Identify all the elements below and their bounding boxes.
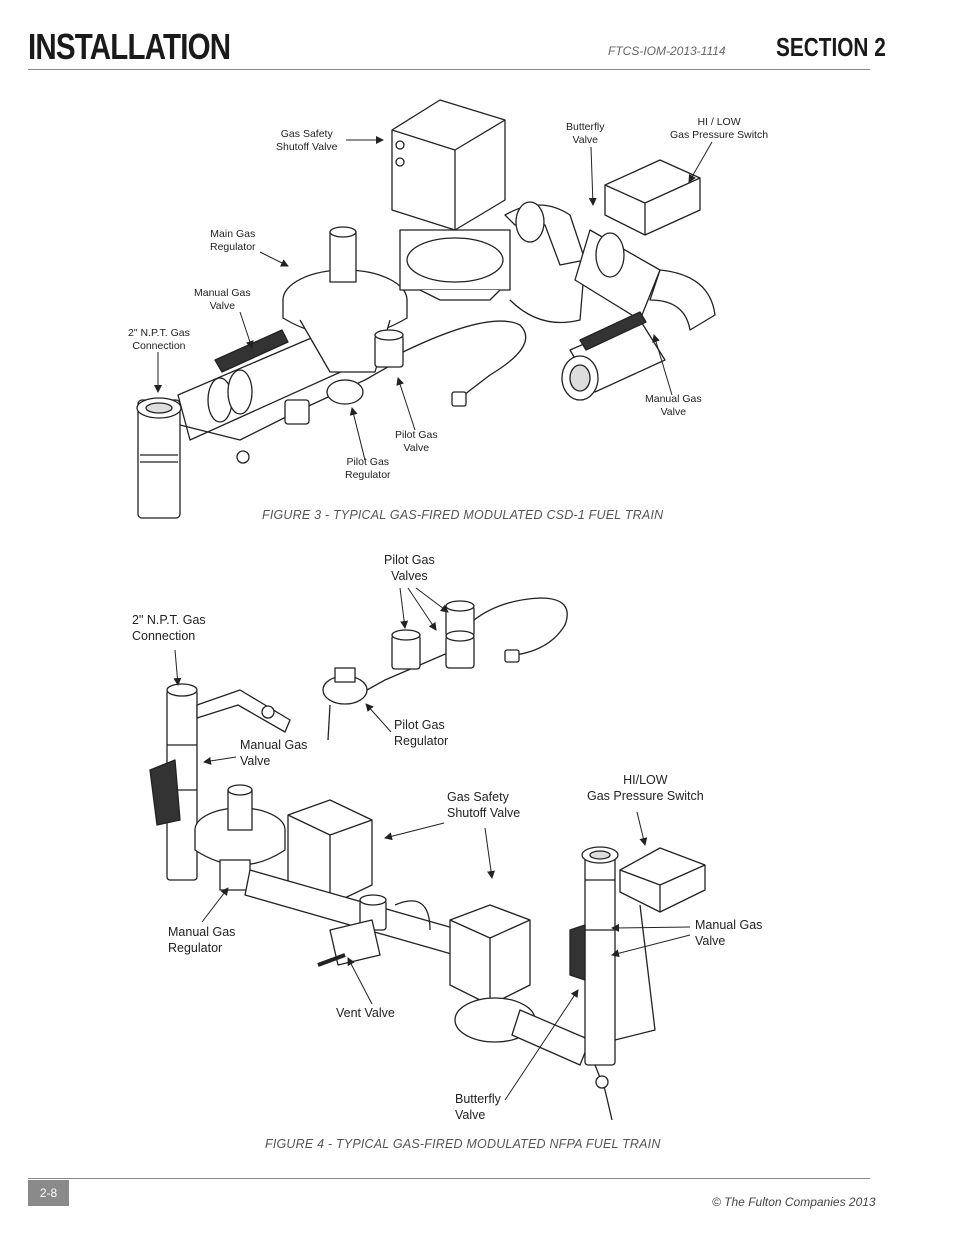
fig4-label-butterfly-valve: Butterfly Valve	[455, 1092, 501, 1122]
figure3-caption: FIGURE 3 - TYPICAL GAS-FIRED MODULATED C…	[262, 508, 664, 522]
fig4-label-gas-safety-shutoff: Gas Safety Shutoff Valve	[447, 790, 521, 820]
fig4-label-manual-regulator: Manual Gas Regulator	[168, 925, 236, 955]
fig4-label-manual-valve-left: Manual Gas Valve	[240, 738, 308, 768]
figure4-caption: FIGURE 4 - TYPICAL GAS-FIRED MODULATED N…	[265, 1137, 661, 1151]
figure4-drawing	[149, 597, 706, 1121]
footer-rule	[28, 1178, 870, 1179]
fig3-label-pilot-regulator: Pilot Gas Regulator	[345, 456, 391, 481]
section-title: SECTION 2	[776, 32, 886, 62]
fig4-label-vent-valve: Vent Valve	[336, 1006, 395, 1020]
fig3-label-main-regulator: Main Gas Regulator	[210, 228, 256, 253]
fig3-label-butterfly-valve: Butterfly Valve	[566, 121, 605, 146]
fig3-label-gas-safety-shutoff: Gas Safety Shutoff Valve	[276, 128, 338, 153]
fig4-label-npt-connection: 2" N.P.T. Gas Connection	[132, 613, 206, 643]
fig3-label-npt-connection: 2" N.P.T. Gas Connection	[128, 327, 190, 352]
page-title: INSTALLATION	[28, 26, 231, 67]
fig3-label-manual-valve-right: Manual Gas Valve	[645, 393, 702, 418]
fig4-label-hi-low-switch: HI/LOW Gas Pressure Switch	[587, 773, 704, 803]
fig4-label-pilot-valves: Pilot Gas Valves	[384, 553, 435, 583]
fig3-label-pilot-valve: Pilot Gas Valve	[395, 429, 438, 454]
page-number: 2-8	[28, 1180, 69, 1206]
fig3-label-hi-low-switch: HI / LOW Gas Pressure Switch	[670, 116, 769, 141]
fig4-label-manual-valve-right: Manual Gas Valve	[695, 918, 763, 948]
figure3-drawing	[136, 99, 716, 519]
copyright: © The Fulton Companies 2013	[712, 1195, 876, 1209]
header-rule	[28, 69, 870, 70]
fig3-label-manual-valve-left: Manual Gas Valve	[194, 287, 251, 312]
document-id: FTCS-IOM-2013-1114	[608, 44, 726, 58]
fig4-label-pilot-regulator: Pilot Gas Regulator	[394, 718, 449, 748]
